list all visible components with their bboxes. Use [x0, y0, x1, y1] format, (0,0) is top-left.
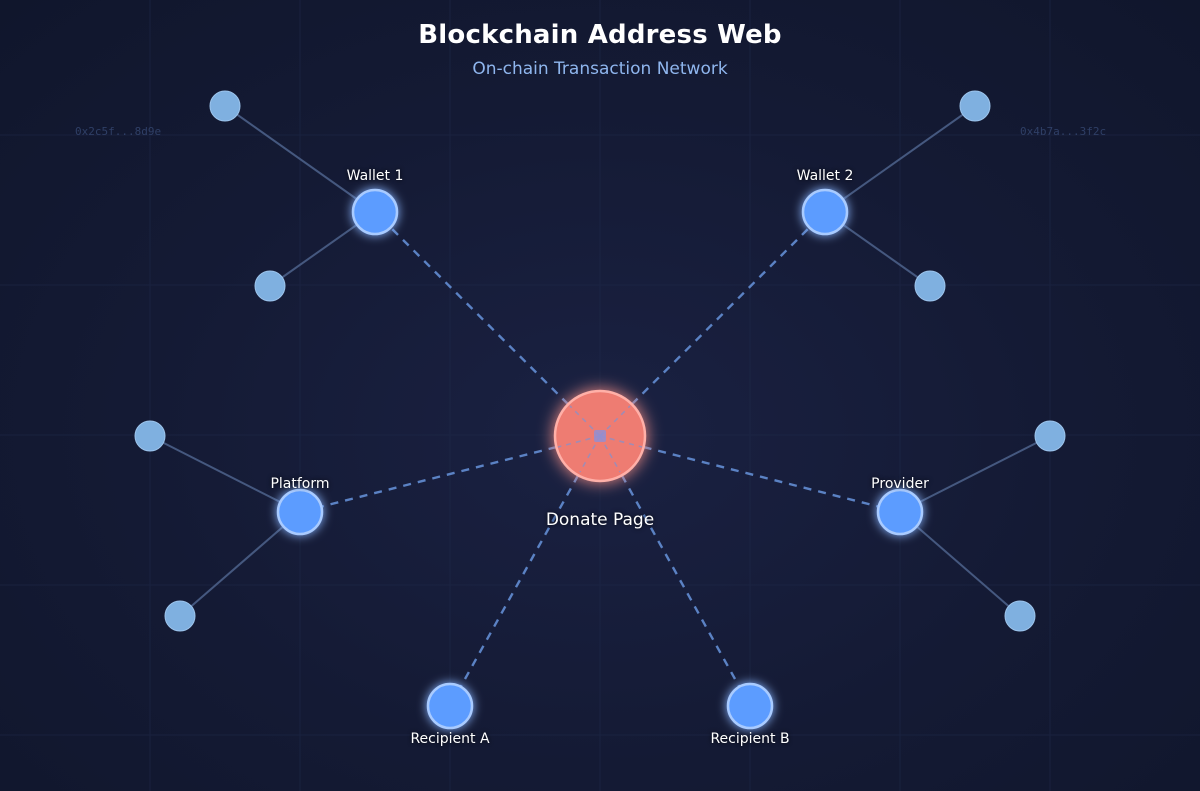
leaf-node[interactable] [134, 420, 166, 452]
link-center-wallet2 [599, 211, 826, 437]
link-platform-leaf-bottom [179, 511, 301, 617]
recipient-b-label: Recipient B [710, 731, 790, 747]
page-subtitle: On-chain Transaction Network [472, 59, 728, 79]
wallet1-label: Wallet 1 [346, 168, 404, 184]
link-center-recipient-a [448, 435, 602, 707]
recipient-b-node[interactable] [726, 682, 774, 730]
address-left: 0x2c5f...8d9e [75, 125, 162, 138]
platform-node[interactable] [276, 488, 324, 536]
wallet1-node[interactable] [351, 188, 399, 236]
link-provider-leaf-bottom [899, 511, 1021, 617]
center-overlay-links [557, 405, 643, 473]
center-node-icon [594, 430, 606, 442]
provider-label: Provider [871, 476, 929, 492]
wallet2-node[interactable] [801, 188, 849, 236]
primary-nodes [276, 188, 924, 730]
leaf-node[interactable] [914, 270, 946, 302]
leaf-node[interactable] [254, 270, 286, 302]
link-wallet1-leaf-top [224, 105, 376, 213]
primary-links [299, 211, 901, 707]
link-center-recipient-b [598, 435, 752, 707]
recipient-a-label: Recipient A [410, 731, 490, 747]
wallet2-label: Wallet 2 [796, 168, 854, 184]
leaf-nodes [134, 90, 1066, 632]
platform-label: Platform [270, 476, 330, 492]
link-center-platform [299, 434, 601, 514]
link-wallet2-leaf-top [824, 105, 976, 213]
donate-page-label: Donate Page [545, 510, 655, 530]
page-title: Blockchain Address Web [418, 20, 782, 50]
address-right: 0x4b7a...3f2c [1020, 125, 1107, 138]
leaf-node[interactable] [209, 90, 241, 122]
link-provider-leaf-top [899, 435, 1051, 513]
link-center-provider [599, 434, 901, 514]
leaf-node[interactable] [1034, 420, 1066, 452]
link-platform-leaf-top [149, 435, 301, 513]
recipient-a-node[interactable] [426, 682, 474, 730]
leaf-node[interactable] [164, 600, 196, 632]
link-center-wallet1 [374, 211, 601, 437]
leaf-node[interactable] [959, 90, 991, 122]
provider-node[interactable] [876, 488, 924, 536]
leaf-node[interactable] [1004, 600, 1036, 632]
